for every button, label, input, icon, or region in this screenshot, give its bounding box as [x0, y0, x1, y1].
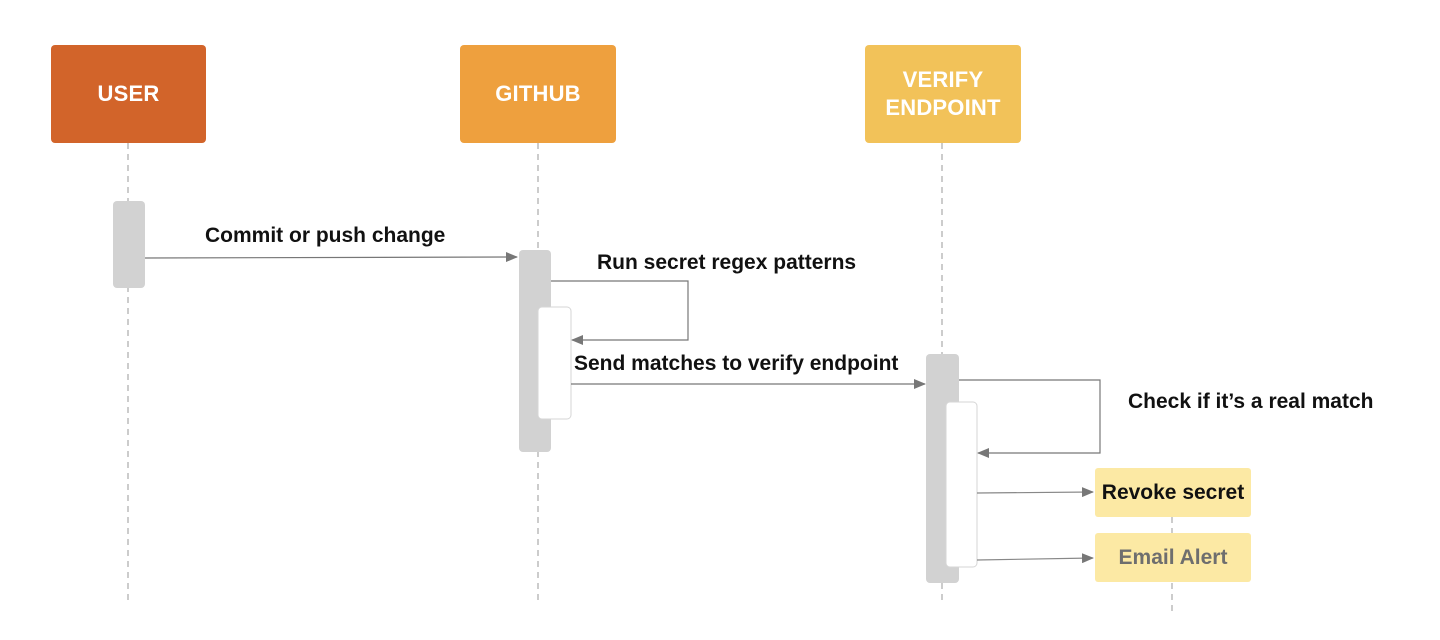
actor-user-label: USER	[97, 81, 160, 106]
commit-arrow	[144, 252, 518, 263]
user-activation	[113, 201, 145, 288]
email-alert-label: Email Alert	[1118, 545, 1228, 569]
actor-github: GITHUB	[460, 45, 616, 143]
verify-inner-activation	[945, 401, 978, 568]
actor-verify-endpoint-label: VERIFY ENDPOINT	[885, 67, 1001, 120]
email-alert-note: Email Alert	[1095, 533, 1251, 582]
github-inner-activation	[537, 306, 572, 420]
run-regex-arrow	[551, 280, 689, 345]
commit-message-label: Commit or push change	[205, 224, 446, 247]
check-match-arrow	[959, 379, 1101, 458]
revoke-secret-note: Revoke secret	[1095, 468, 1251, 517]
email-arrow	[976, 553, 1094, 564]
actor-user: USER	[51, 45, 206, 143]
actor-verify-endpoint: VERIFY ENDPOINT	[865, 45, 1021, 143]
revoke-arrow	[976, 487, 1094, 498]
revoke-secret-label: Revoke secret	[1101, 480, 1245, 504]
check-match-message-label: Check if it’s a real match	[1128, 390, 1374, 413]
send-matches-message-label: Send matches to verify endpoint	[574, 352, 899, 376]
run-regex-message-label: Run secret regex patterns	[597, 251, 857, 274]
actor-github-label: GITHUB	[495, 81, 581, 106]
